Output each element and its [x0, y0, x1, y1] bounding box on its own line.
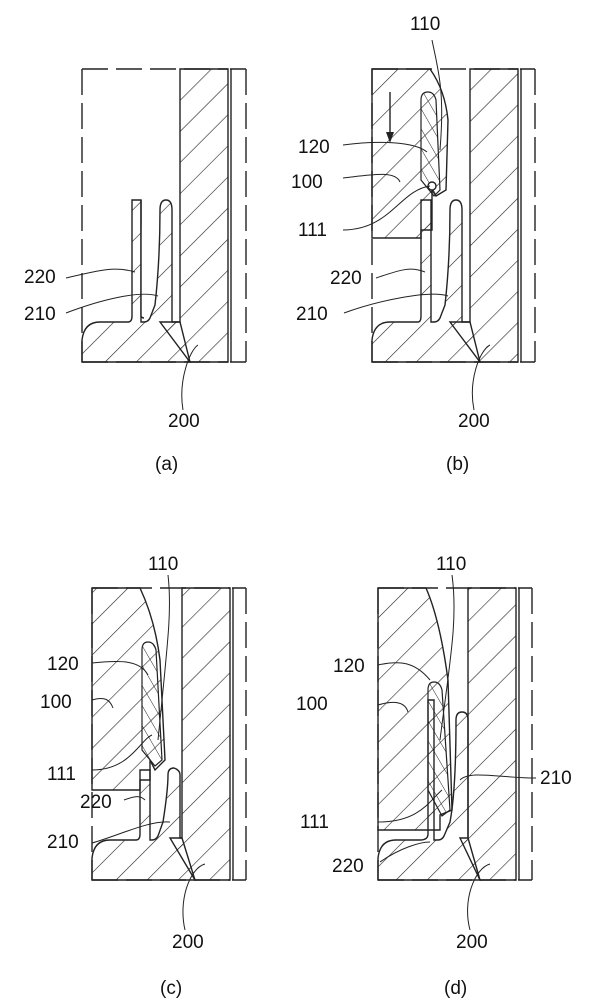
label-120: 120	[298, 137, 330, 158]
label-100: 100	[296, 694, 328, 715]
label-210: 210	[24, 304, 56, 325]
label-110: 110	[148, 554, 178, 575]
base-200	[82, 200, 190, 362]
caption-c: (c)	[160, 978, 182, 999]
label-200: 200	[172, 932, 204, 953]
label-120: 120	[47, 654, 79, 675]
panel-a: 220 210 200 (a)	[24, 69, 246, 475]
label-200: 200	[168, 411, 200, 432]
label-110: 110	[410, 14, 440, 35]
caption-d: (d)	[444, 978, 467, 999]
panel-b: 110 120 100 111 220 210 200 (b)	[291, 14, 535, 475]
label-220: 220	[24, 267, 56, 288]
label-210: 210	[296, 304, 328, 325]
panel-d: 110 120 100 210 111 220 200 (d)	[296, 554, 572, 999]
label-111: 111	[300, 812, 329, 833]
leader-220	[66, 269, 135, 278]
label-200: 200	[458, 411, 490, 432]
leader-210	[344, 294, 448, 313]
label-110: 110	[436, 554, 466, 575]
caption-a: (a)	[155, 454, 178, 475]
label-100: 100	[291, 172, 323, 193]
leader-210	[66, 294, 158, 313]
label-100: 100	[40, 692, 72, 713]
label-220: 220	[330, 268, 362, 289]
label-220: 220	[80, 792, 112, 813]
leader-220	[376, 269, 425, 278]
caption-b: (b)	[446, 454, 469, 475]
label-210: 210	[540, 768, 572, 789]
label-111: 111	[298, 220, 327, 241]
label-200: 200	[456, 932, 488, 953]
panel-c: 110 120 100 111 220 210 200 (c)	[40, 554, 246, 999]
label-210: 210	[47, 832, 79, 853]
label-111: 111	[47, 764, 76, 785]
label-220: 220	[332, 856, 364, 877]
label-120: 120	[333, 656, 365, 677]
